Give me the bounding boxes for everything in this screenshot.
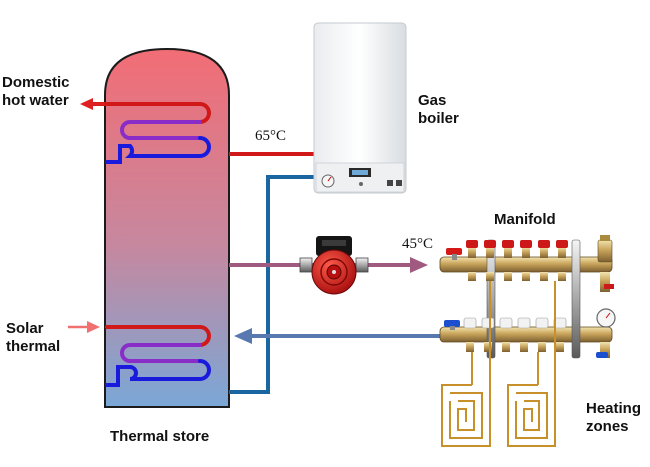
manifold-flow-arrow [410,257,428,273]
domestic-hot-water-arrow [80,98,104,110]
manifold-return-arrow [234,328,252,344]
domestic-hot-water-label-line2: hot water [2,92,69,109]
heating-zones-label-line1: Heating [586,400,642,417]
heating-zone-right [507,384,556,447]
circulating-pump [299,236,369,295]
domestic-hot-water-label-line1: Domestic [2,74,70,91]
flow-valves [466,240,568,258]
heating-zones-label: Heating zones [586,400,641,436]
solar-thermal-label-line1: Solar [6,320,44,337]
heating-zones-label-line2: zones [586,418,629,435]
solar-thermal-label-line2: thermal [6,338,61,355]
solar-thermal-label: Solar thermal [6,320,60,356]
heating-zone-left [441,384,491,447]
gas-boiler-label: Gas boiler [418,92,459,128]
gas-boiler-label-line1: Gas [418,92,447,109]
domestic-hot-water-label: Domestic hot water [2,74,70,110]
boiler-return-pipe [229,175,316,394]
underfloor-pipes [471,281,556,397]
thermal-store-label: Thermal store [110,428,210,445]
boiler-flow-temperature: 65°C [255,128,287,144]
solar-thermal-arrow [68,321,100,333]
gas-boiler-label-line2: boiler [418,110,459,127]
manifold-flow-temperature: 45°C [402,236,434,252]
gas-boiler [313,22,407,194]
manifold [439,235,616,359]
solar-thermal-coil [105,325,211,387]
flow-outlets [468,272,566,281]
return-valves [463,317,567,329]
domestic-hot-water-coil [88,102,211,164]
return-outlets [466,342,564,352]
manifold-label: Manifold [494,211,556,228]
